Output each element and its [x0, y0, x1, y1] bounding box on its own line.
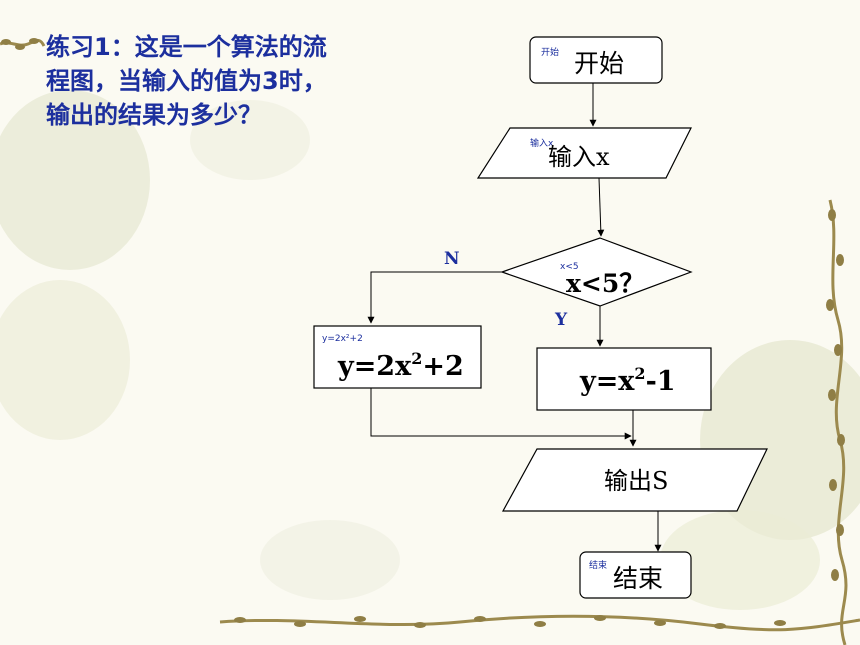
arrow-decision-no-branch [367, 271, 502, 324]
process-no-label: y=2x2+2 [337, 349, 464, 382]
decision-node-label: x<5？ [566, 269, 644, 298]
branch-no-label: N [444, 249, 460, 269]
process-no-node: y=2x²+2 y=2x2+2 [313, 325, 482, 389]
end-node-small-label: 结束 [589, 559, 607, 571]
question-line-2: 程图，当输入的值为3时， [46, 67, 327, 95]
branch-yes-label: Y [554, 310, 568, 330]
input-node-label: 输入x [548, 143, 610, 171]
input-node: 输入x 输入x [476, 127, 692, 179]
decision-node-small-label: x<5 [560, 262, 579, 272]
start-node: 开始 开始 [529, 36, 663, 84]
start-node-small-label: 开始 [541, 46, 559, 58]
bottom-vine [219, 614, 860, 632]
start-node-label: 开始 [574, 49, 624, 78]
process-yes-node: y=x2-1 [536, 347, 712, 411]
end-node: 结束 结束 [579, 551, 692, 599]
arrow-input-to-decision [597, 177, 605, 237]
process-no-small-label: y=2x²+2 [322, 334, 363, 344]
input-node-small-label: 输入x [530, 137, 554, 149]
question-text: 练习1：这是一个算法的流 程图，当输入的值为3时， 输出的结果为多少？ [46, 30, 386, 132]
output-node-label: 输出S [604, 467, 668, 495]
output-node: 输出S [501, 448, 768, 512]
process-yes-label: y=x2-1 [579, 364, 676, 397]
decision-node: x<5 x<5？ [500, 237, 693, 307]
question-line-1: 练习1：这是一个算法的流 [46, 33, 327, 61]
question-line-3: 输出的结果为多少？ [46, 101, 262, 129]
end-node-label: 结束 [613, 564, 663, 593]
arrow-merge-no [370, 388, 632, 440]
